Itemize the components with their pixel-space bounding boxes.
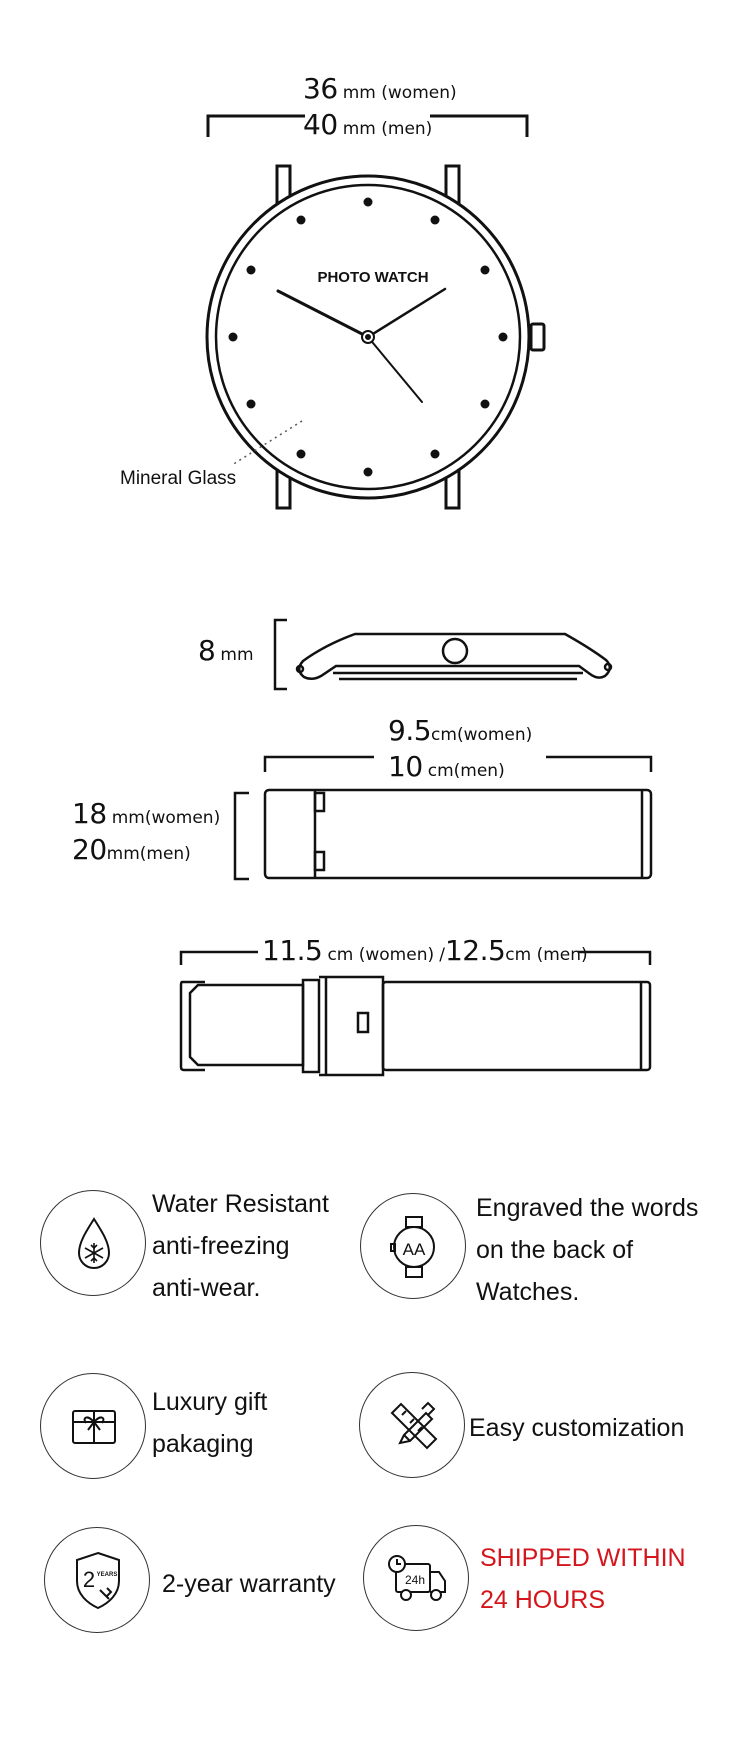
strap-short: [263, 788, 653, 880]
pencil-ruler-icon: [359, 1372, 465, 1478]
dimension-unit: mm: [220, 645, 254, 665]
feature-gift-packaging: Luxury gift pakaging: [152, 1381, 267, 1465]
delivery-truck-icon: 24h: [363, 1525, 469, 1631]
watch-crown: [529, 322, 546, 352]
strap-buckle-dimension: 11.5 cm (women) /12.5cm (men): [262, 934, 588, 967]
feature-line: 2-year warranty: [162, 1570, 336, 1598]
feature-line: anti-wear.: [152, 1274, 261, 1302]
feature-line: Luxury gift: [152, 1388, 268, 1416]
feature-line: Water Resistant: [152, 1190, 329, 1218]
watch-width-men: 40 mm (men): [303, 108, 432, 141]
strap-width-women: 18 mm(women): [72, 797, 220, 830]
dimension-separator: /: [439, 945, 445, 965]
watch-side-profile: [295, 632, 613, 681]
feature-line: Engraved the words: [476, 1194, 699, 1222]
feature-line: SHIPPED WITHIN: [480, 1544, 686, 1572]
strap-width-bracket: [233, 791, 249, 881]
feature-warranty: 2-year warranty: [162, 1563, 336, 1605]
feature-line: 24 HOURS: [480, 1586, 606, 1614]
feature-line: pakaging: [152, 1430, 254, 1458]
warranty-word: YEARS: [97, 1572, 118, 1578]
watch-engraving-icon: AA: [360, 1193, 466, 1299]
watch-width-women: 36 mm (women): [303, 72, 457, 105]
warranty-number: 2: [83, 1567, 95, 1592]
dimension-value: 9.5: [388, 714, 432, 747]
dimension-value: 36: [303, 72, 338, 105]
glass-leader-line: [231, 420, 303, 466]
dimension-unit: cm(men): [427, 761, 505, 781]
dimension-value: 20: [72, 833, 107, 866]
strap-length-men: 10 cm(men): [388, 750, 505, 783]
strap-buckle-bracket: [179, 950, 652, 965]
warranty-shield-icon: 2 YEARS: [44, 1527, 150, 1633]
water-drop-snowflake-icon: [40, 1190, 146, 1296]
dimension-value: 40: [303, 108, 338, 141]
strap-length-women: 9.5cm(women): [388, 714, 532, 747]
dimension-unit: mm(women): [111, 808, 221, 828]
hour-markers: [228, 197, 508, 477]
dimension-value: 8: [198, 634, 216, 667]
feature-line: Watches.: [476, 1278, 580, 1306]
dimension-value: 12.5: [444, 934, 506, 967]
dimension-value: 11.5: [262, 934, 323, 967]
dimension-value: 10: [388, 750, 423, 783]
watch-hands: [276, 287, 447, 403]
truck-label: 24h: [405, 1573, 425, 1587]
glass-label: Mineral Glass: [120, 468, 237, 489]
thickness-dimension: 8 mm: [198, 634, 254, 667]
feature-engraving: Engraved the words on the back of Watche…: [476, 1187, 698, 1313]
strap-width-men: 20mm(men): [72, 833, 191, 866]
gift-box-icon: [40, 1373, 146, 1479]
thickness-bracket: [273, 618, 287, 691]
dimension-value: 18: [72, 797, 107, 830]
feature-line: anti-freezing: [152, 1232, 290, 1260]
watch-width-bracket: [206, 114, 529, 137]
feature-line: on the back of: [476, 1236, 634, 1264]
dimension-unit: cm (men): [505, 945, 588, 965]
feature-easy-customization: Easy customization: [469, 1407, 684, 1449]
dimension-unit: mm (men): [342, 119, 433, 139]
strap-buckle: [179, 975, 652, 1077]
strap-length-bracket: [263, 755, 653, 772]
dimension-unit: cm (women): [327, 945, 435, 965]
dimension-unit: mm(men): [106, 844, 191, 864]
feature-water-resistant: Water Resistant anti-freezing anti-wear.: [152, 1183, 329, 1309]
dimension-unit: mm (women): [342, 83, 457, 103]
feature-shipping: SHIPPED WITHIN 24 HOURS: [480, 1537, 686, 1621]
feature-line: Easy customization: [469, 1414, 685, 1442]
engrave-letters: AA: [403, 1240, 426, 1259]
watch-brand: PHOTO WATCH: [317, 269, 428, 286]
dimension-unit: cm(women): [431, 725, 533, 745]
